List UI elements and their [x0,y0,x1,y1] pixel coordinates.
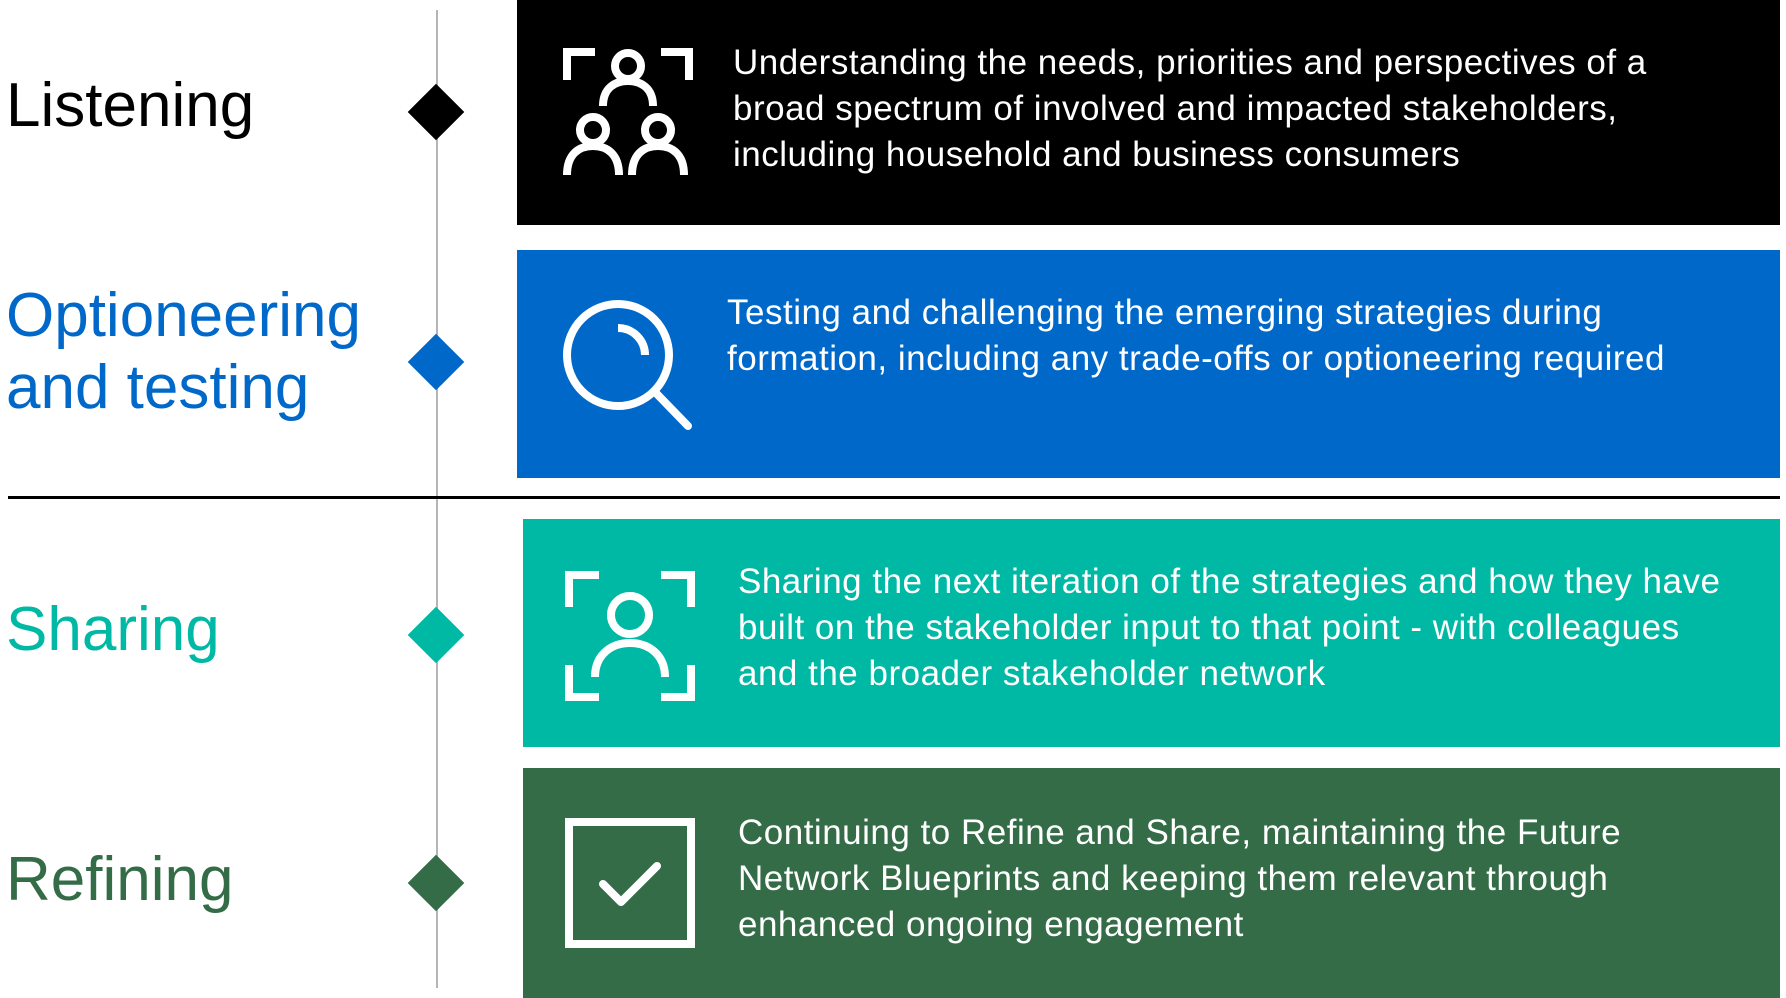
stage-label-refining: Refining [6,845,234,914]
stakeholders-group-icon [563,48,693,176]
timeline-marker-sharing [407,606,465,664]
stage-label-optioneering: Optioneering and testing [6,281,362,422]
panel-sharing: Sharing the next iteration of the strate… [523,519,1780,747]
checkbox-icon [565,818,695,948]
panel-description-optioneering: Testing and challenging the emerging str… [727,293,1665,378]
timeline-line [436,10,438,988]
timeline-marker-listening [407,83,465,141]
timeline-marker-optioneering [407,333,465,391]
panel-description-refining: Continuing to Refine and Share, maintain… [738,813,1622,944]
timeline-marker-refining [407,854,465,912]
panel-description-sharing: Sharing the next iteration of the strate… [738,562,1721,693]
person-focus-icon [565,571,695,701]
panel-description-listening: Understanding the needs, priorities and … [733,43,1647,174]
panel-optioneering: Testing and challenging the emerging str… [517,250,1780,478]
stage-label-sharing: Sharing [6,595,220,664]
section-divider [8,496,1780,499]
stage-label-listening: Listening [6,71,255,140]
panel-listening: Understanding the needs, priorities and … [517,0,1780,225]
panel-refining: Continuing to Refine and Share, maintain… [523,768,1780,998]
magnifying-glass-icon [563,300,692,430]
